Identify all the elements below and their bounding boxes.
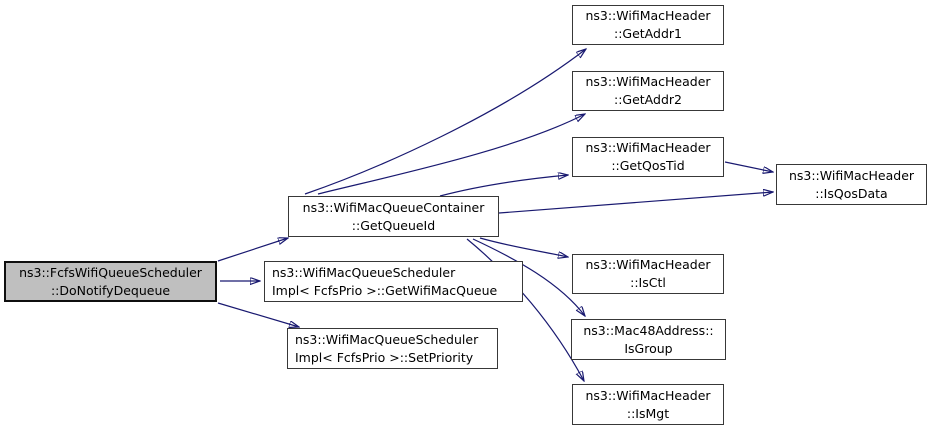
node-wifimacheader-getaddr1[interactable]: ns3::WifiMacHeader ::GetAddr1 — [572, 5, 724, 45]
node-fcfswifiqueuescheduler-donotifydequeue: ns3::FcfsWifiQueueScheduler ::DoNotifyDe… — [4, 261, 217, 302]
node-wifimacheader-isqosdata[interactable]: ns3::WifiMacHeader ::IsQosData — [776, 164, 927, 205]
node-label: ns3::Mac48Address:: IsGroup — [583, 322, 714, 356]
node-wifimacheader-getaddr2[interactable]: ns3::WifiMacHeader ::GetAddr2 — [572, 71, 724, 111]
node-wifimacqueuecontainer-getqueueid[interactable]: ns3::WifiMacQueueContainer ::GetQueueId — [288, 196, 499, 237]
node-label: ns3::WifiMacHeader ::GetQosTid — [585, 140, 711, 173]
node-label: ns3::WifiMacQueueContainer ::GetQueueId — [302, 199, 485, 233]
node-label: ns3::FcfsWifiQueueScheduler ::DoNotifyDe… — [19, 264, 202, 298]
node-wifimacqueueschedulerimpl-getwifimacqueue[interactable]: ns3::WifiMacQueueScheduler Impl< FcfsPri… — [264, 261, 523, 302]
edge-getqueueid-to-isqosdata — [498, 192, 773, 214]
node-mac48address-isgroup[interactable]: ns3::Mac48Address:: IsGroup — [571, 319, 726, 360]
node-wifimacqueueschedulerimpl-setpriority[interactable]: ns3::WifiMacQueueScheduler Impl< FcfsPri… — [287, 328, 498, 369]
node-label: ns3::WifiMacHeader ::IsMgt — [585, 387, 711, 421]
edge-getqueueid-to-isgroup — [472, 238, 585, 316]
node-wifimacheader-getqostid[interactable]: ns3::WifiMacHeader ::GetQosTid — [572, 137, 724, 177]
edge-getqueueid-to-getqostid — [439, 175, 568, 197]
edge-getqueueid-to-getaddr1 — [304, 49, 586, 195]
node-label: ns3::WifiMacQueueScheduler Impl< FcfsPri… — [272, 264, 498, 298]
edge-donotifydequeue-to-getqueueid — [217, 238, 288, 262]
edge-donotifydequeue-to-setpriority — [217, 302, 299, 327]
edge-getqueueid-to-ismgt — [466, 238, 584, 381]
node-label: ns3::WifiMacHeader ::IsQosData — [788, 167, 915, 201]
edge-getqostid-to-isqosdata — [724, 161, 773, 172]
edge-getqueueid-to-isctl — [479, 237, 568, 257]
node-label: ns3::WifiMacHeader ::IsCtl — [585, 257, 711, 290]
node-wifimacheader-isctl[interactable]: ns3::WifiMacHeader ::IsCtl — [572, 254, 724, 294]
node-label: ns3::WifiMacHeader ::GetAddr1 — [585, 8, 711, 41]
edge-getqueueid-to-getaddr2 — [317, 114, 585, 195]
node-label: ns3::WifiMacQueueScheduler Impl< FcfsPri… — [295, 331, 479, 365]
node-label: ns3::WifiMacHeader ::GetAddr2 — [585, 74, 711, 107]
node-wifimacheader-ismgt[interactable]: ns3::WifiMacHeader ::IsMgt — [572, 384, 724, 425]
